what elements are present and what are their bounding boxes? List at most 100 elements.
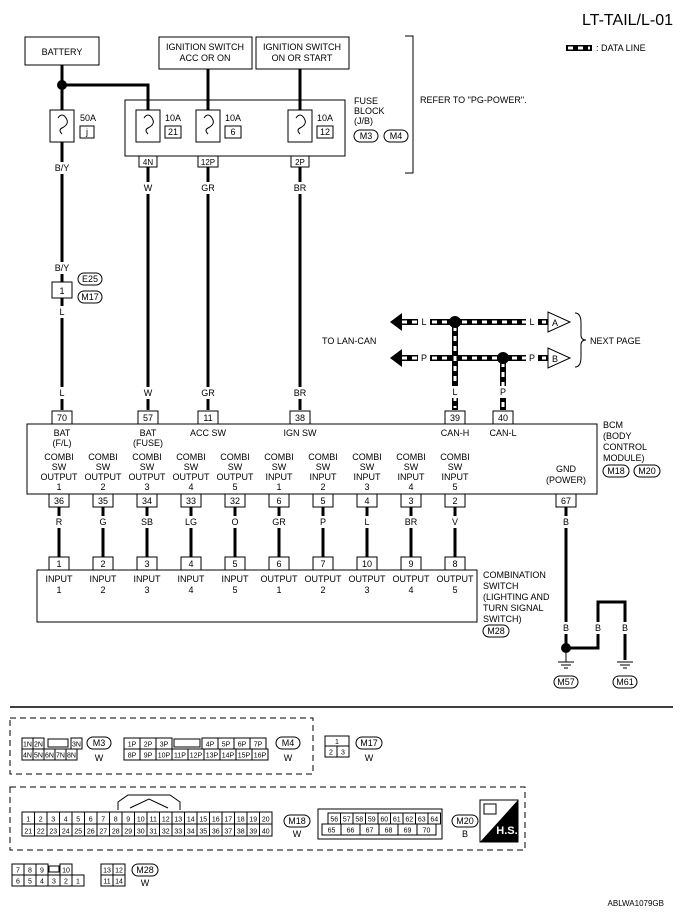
connector-cavity-label: 1: [76, 879, 80, 886]
combo-pin-label: 3: [144, 559, 149, 569]
bcm-top-pin: [492, 410, 514, 425]
connector-cavity-label: 25: [74, 829, 82, 836]
bcm-top-pin: [289, 410, 311, 425]
bcm-bottom-terminal-label: INPUT: [398, 472, 426, 482]
combination-wire-color: BR: [405, 517, 418, 527]
bcm-bottom-terminal-label: 1: [56, 482, 61, 492]
can-wire-l-left: L: [421, 317, 426, 327]
combo-terminal-num: 3: [144, 585, 149, 595]
combo-pin: [444, 556, 466, 571]
connector-cavity-label: 28: [112, 829, 120, 836]
combo-pin-label: 9: [408, 559, 413, 569]
conn-ref-m4: [383, 129, 409, 143]
conn-ref-m20: [633, 464, 661, 478]
combo-pin-label: 5: [232, 559, 237, 569]
bcm-bottom-terminal-label: SW: [228, 462, 243, 472]
wire-color-b-2: B: [563, 623, 569, 633]
connector-cavity-label: 9P: [144, 753, 153, 760]
conn-view-m4-tag: [275, 736, 301, 750]
combo-terminal-label: INPUT: [134, 574, 162, 584]
conn-view-m3-color: W: [95, 753, 104, 763]
conn-view-m20-color: B: [462, 829, 468, 839]
wire-color-bg: [227, 516, 243, 528]
refer-label: REFER TO "PG-POWER".: [420, 95, 527, 105]
bcm-bottom-terminal-label: SW: [272, 462, 287, 472]
conn-ref-m17-label: M17: [81, 292, 99, 302]
connector-cavity-label: 18: [237, 817, 245, 824]
combo-terminal-num: 5: [232, 585, 237, 595]
connector-cavity-label: 16: [212, 817, 220, 824]
connector-cavity-label: 8N: [67, 753, 76, 760]
connector-cavity-label: 21: [24, 829, 32, 836]
combination-wire-color: V: [452, 517, 458, 527]
combo-label-2: SWITCH: [483, 581, 519, 591]
connector-cavity-label: 4N: [23, 753, 32, 760]
wire-color-br-2: BR: [294, 388, 307, 398]
bcm-bottom-terminal-label: COMBI: [308, 452, 338, 462]
conn-view-m3-name: M3: [93, 738, 106, 748]
next-page-a: A: [552, 318, 558, 328]
connector-cavity-label: 23: [49, 829, 57, 836]
connector-cavity-label: 7: [16, 868, 20, 875]
connector-cavity-label: 7: [101, 817, 105, 824]
bcm-bottom-terminal-label: OUTPUT: [129, 472, 167, 482]
connector-cavity-label: 19: [249, 817, 257, 824]
connector-cavity-label: 22: [37, 829, 45, 836]
joint-connector: [51, 281, 73, 299]
combo-pin: [400, 556, 422, 571]
connector-cavity-label: 63: [418, 817, 426, 824]
connector-cavity: [112, 874, 126, 887]
conn-view-m18-name: M18: [288, 816, 306, 826]
can-wire-l-vert: L: [452, 387, 457, 397]
connector-housing: [317, 808, 443, 840]
combo-terminal-label: OUTPUT: [437, 574, 475, 584]
hs-badge-icon: H.S.: [479, 799, 519, 843]
connector-cavity-label: 9: [40, 868, 44, 875]
combo-terminal-label: OUTPUT: [349, 574, 387, 584]
connector-cavity-label: 3: [51, 817, 55, 824]
bcm-bottom-terminal-label: OUTPUT: [41, 472, 79, 482]
bcm-bottom-terminal-label: COMBI: [396, 452, 426, 462]
combination-switch-box: [36, 569, 478, 623]
conn-ref-m3-label: M3: [360, 131, 373, 141]
pin-12p-label: 12P: [201, 158, 215, 167]
combo-pin-label: 10: [362, 559, 372, 569]
wire-color-by: B/Y: [55, 163, 70, 173]
connector-cavity-label: 11P: [174, 753, 186, 760]
bcm-bottom-terminal-label: SW: [404, 462, 419, 472]
conn-ref-m20-label: M20: [638, 466, 656, 476]
bcm-gnd-label-2: (POWER): [546, 475, 586, 485]
connector-latch: [47, 738, 69, 748]
connector-cavity-label: 6N: [45, 753, 54, 760]
connector-cavity-label: 4P: [206, 742, 215, 749]
combo-pin: [180, 556, 202, 571]
bcm-bottom-terminal-label: OUTPUT: [85, 472, 123, 482]
svg-text:12: 12: [320, 127, 330, 137]
conn-view-m4-name: M4: [282, 738, 295, 748]
wire-color-bg: [315, 516, 331, 528]
connector-cavity-label: 15: [199, 817, 207, 824]
connector-cavity-label: 7P: [254, 742, 263, 749]
wire-color-b-4: B: [622, 623, 628, 633]
connector-cavity-label: 11: [150, 817, 157, 824]
bcm-top-pin-label: 70: [57, 413, 67, 423]
conn-ref-m18-label: M18: [607, 466, 625, 476]
conn-ref-m18: [602, 464, 630, 478]
can-wire-l-right: L: [529, 317, 534, 327]
connector-cavity: [416, 823, 437, 836]
bcm-bottom-terminal-label: 1: [276, 482, 281, 492]
connector-cavity-label: 26: [87, 829, 95, 836]
connector-cavity-label: 6: [89, 817, 93, 824]
bcm-bottom-terminal-label: COMBI: [132, 452, 162, 462]
combination-wire-color: O: [231, 517, 238, 527]
bcm-bottom-terminal-label: SW: [184, 462, 199, 472]
connector-cavity-label: 30: [137, 829, 145, 836]
combo-pin: [48, 556, 70, 571]
connector-cavity-label: 1P: [128, 742, 137, 749]
bcm-bottom-terminal-label: OUTPUT: [217, 472, 255, 482]
bcm-top-pin: [444, 410, 466, 425]
svg-text:6: 6: [230, 127, 235, 137]
bcm-bottom-pin-label: 2: [452, 496, 457, 506]
connector-cavity-label: 3P: [160, 742, 169, 749]
